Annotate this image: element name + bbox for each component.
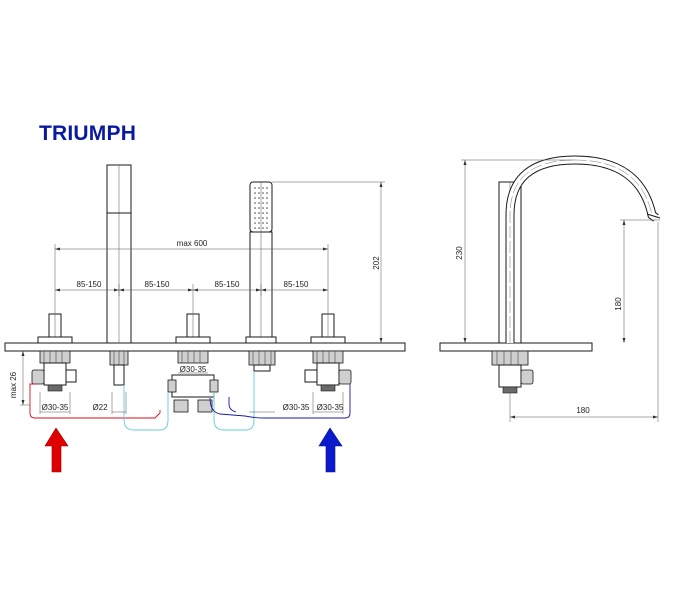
dim-height-180: 180 [614, 297, 623, 311]
dim-hole-5: Ø30-35 [317, 403, 344, 412]
dim-hole-4: Ø30-35 [283, 403, 310, 412]
dim-length-180: 180 [576, 406, 590, 415]
diverter-valve [167, 313, 219, 413]
dim-spacing-3: 85-150 [215, 280, 240, 289]
hand-shower [245, 181, 277, 372]
dim-max-26: max 26 [9, 371, 18, 398]
cold-water-arrow-icon [318, 427, 343, 473]
dim-height-202: 202 [372, 256, 381, 270]
hot-pipe [29, 383, 161, 419]
gooseneck-spout [505, 155, 659, 343]
dim-hole-2: Ø22 [92, 403, 108, 412]
hot-water-arrow-icon [44, 427, 69, 473]
cold-valve [304, 313, 352, 392]
dim-spacing-2: 85-150 [145, 280, 170, 289]
bath-spout-front [106, 164, 132, 386]
side-deck-plate [439, 342, 593, 352]
diagram-title: TRIUMPH [39, 122, 137, 145]
cold-valve-nut [312, 350, 344, 364]
cold-pipe [209, 384, 351, 419]
mix-pipe-left [123, 385, 169, 431]
deck-plate [4, 342, 406, 352]
dim-height-230: 230 [455, 246, 464, 260]
hot-valve [31, 313, 77, 392]
dim-hole-3: Ø30-35 [180, 365, 207, 374]
side-view: 230 180 180 [439, 155, 661, 422]
dim-spacing-4: 85-150 [284, 280, 309, 289]
dim-spacing-1: 85-150 [77, 280, 102, 289]
dim-hole-1: Ø30-35 [42, 403, 69, 412]
dim-max-600: max 600 [177, 239, 208, 248]
mix-pipe-right [213, 371, 255, 431]
hot-valve-nut [39, 350, 71, 364]
front-view: max 600 85-150 85-150 85-150 85-150 202 … [4, 164, 406, 473]
